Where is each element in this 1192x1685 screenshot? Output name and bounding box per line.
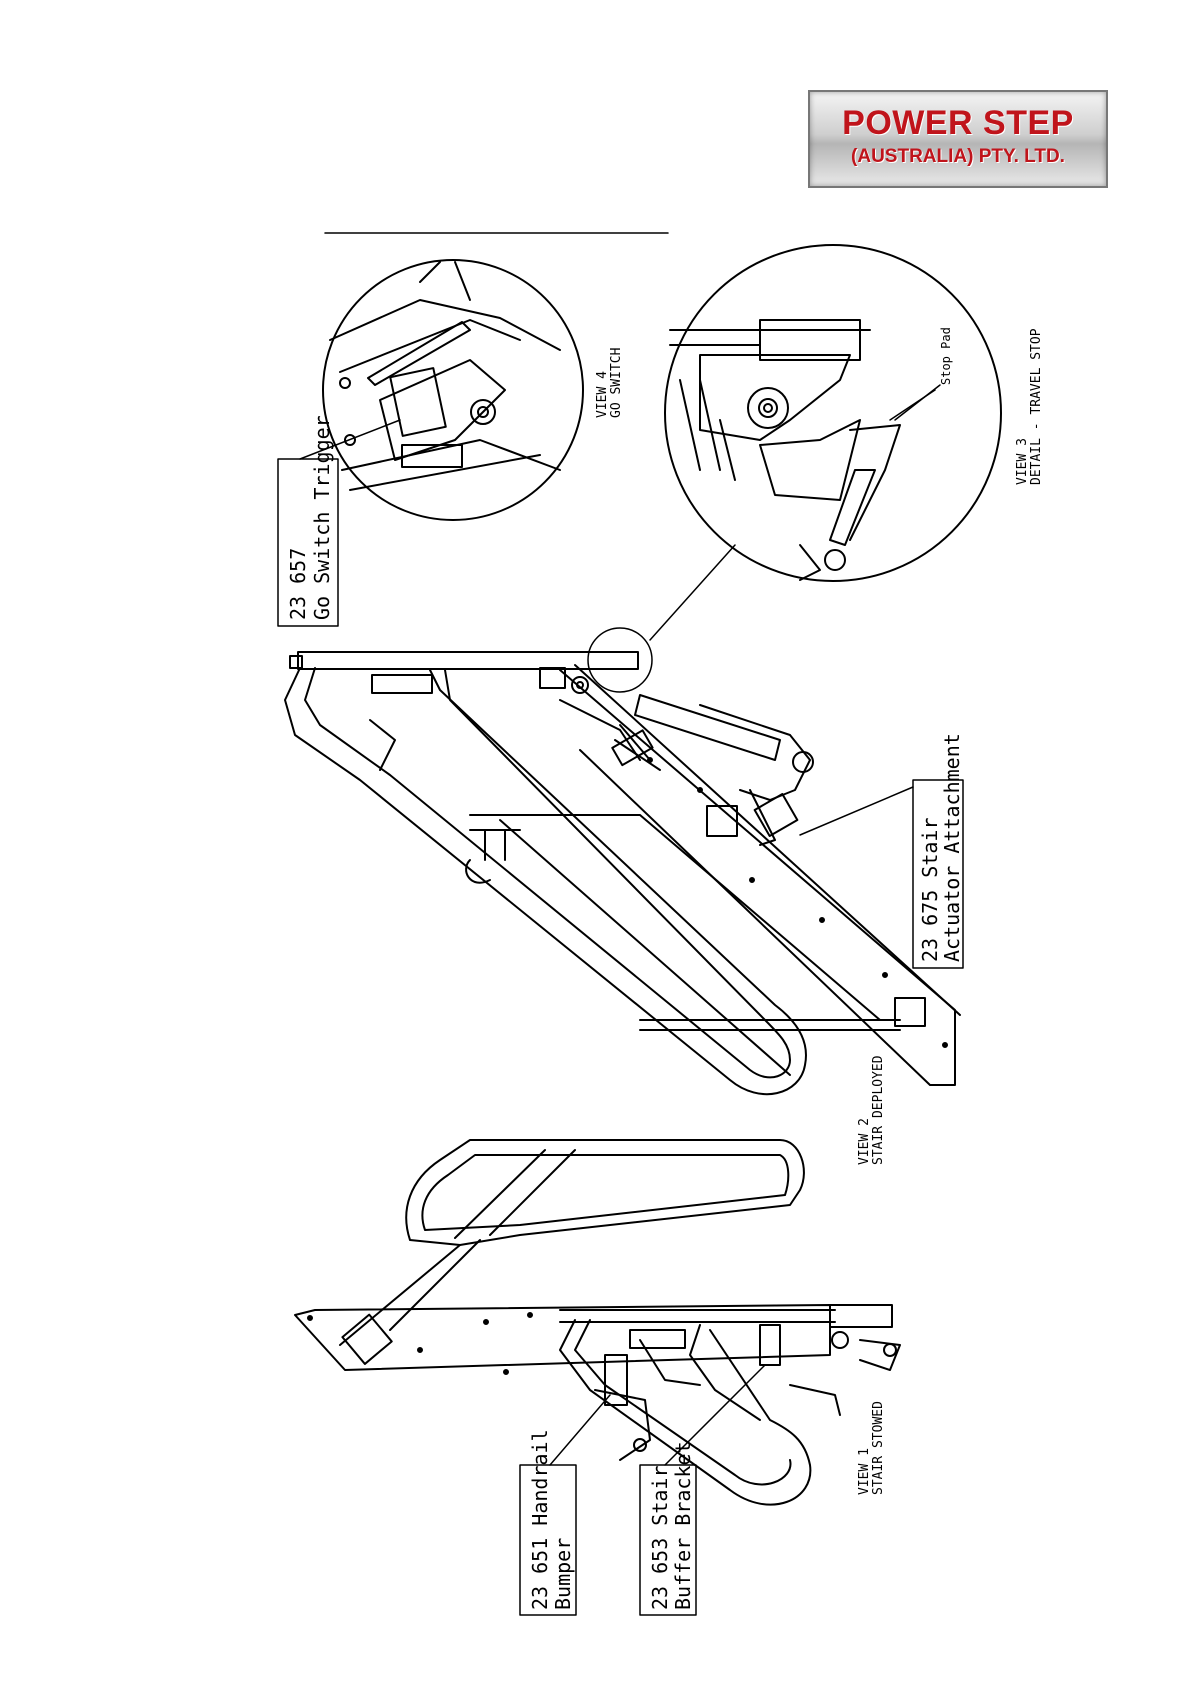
handrail-bumper-line-1: 23 651 Handrail bbox=[528, 1429, 552, 1610]
view-2-stair-deployed bbox=[285, 628, 960, 1094]
actuator-line-2: Actuator Attachment bbox=[940, 733, 964, 962]
view-2-line-2: STAIR DEPLOYED bbox=[871, 1055, 886, 1165]
callout-go-switch: 23 657 Go Switch Trigger bbox=[286, 415, 334, 620]
handrail-bumper-line-2: Bumper bbox=[551, 1538, 575, 1610]
callout-buffer-bracket: 23 653 Stair Buffer Bracket bbox=[648, 1441, 695, 1610]
label-view-3: VIEW 3 DETAIL - TRAVEL STOP bbox=[1015, 328, 1044, 485]
label-view-2: VIEW 2 STAIR DEPLOYED bbox=[857, 1055, 886, 1165]
buffer-bracket-line-2: Buffer Bracket bbox=[671, 1441, 695, 1610]
buffer-bracket-line-1: 23 653 Stair bbox=[648, 1466, 672, 1611]
view-4-detail bbox=[323, 260, 583, 520]
go-switch-line-1: 23 657 bbox=[286, 548, 310, 620]
view-3-line-1: VIEW 3 bbox=[1015, 438, 1030, 485]
callout-handrail-bumper: 23 651 Handrail Bumper bbox=[528, 1429, 575, 1610]
view-1-line-1: VIEW 1 bbox=[857, 1448, 872, 1495]
callout-stop-pad: Stop Pad bbox=[939, 327, 953, 385]
label-view-1: VIEW 1 STAIR STOWED bbox=[857, 1401, 886, 1495]
view-1-line-2: STAIR STOWED bbox=[871, 1401, 886, 1495]
actuator-line-1: 23 675 Stair bbox=[918, 818, 942, 963]
label-view-4: VIEW 4 GO SWITCH bbox=[595, 348, 624, 418]
go-switch-line-2: Go Switch Trigger bbox=[310, 415, 334, 620]
view-4-line-2: GO SWITCH bbox=[609, 348, 624, 418]
view-3-detail bbox=[665, 245, 1001, 581]
view-4-line-1: VIEW 4 bbox=[595, 371, 610, 418]
view-3-line-2: DETAIL - TRAVEL STOP bbox=[1029, 328, 1044, 485]
view-3-leader bbox=[650, 545, 735, 640]
view-1-stair-stowed bbox=[295, 1140, 900, 1505]
view-2-line-1: VIEW 2 bbox=[857, 1118, 872, 1165]
callout-actuator: 23 675 Stair Actuator Attachment bbox=[918, 733, 964, 962]
